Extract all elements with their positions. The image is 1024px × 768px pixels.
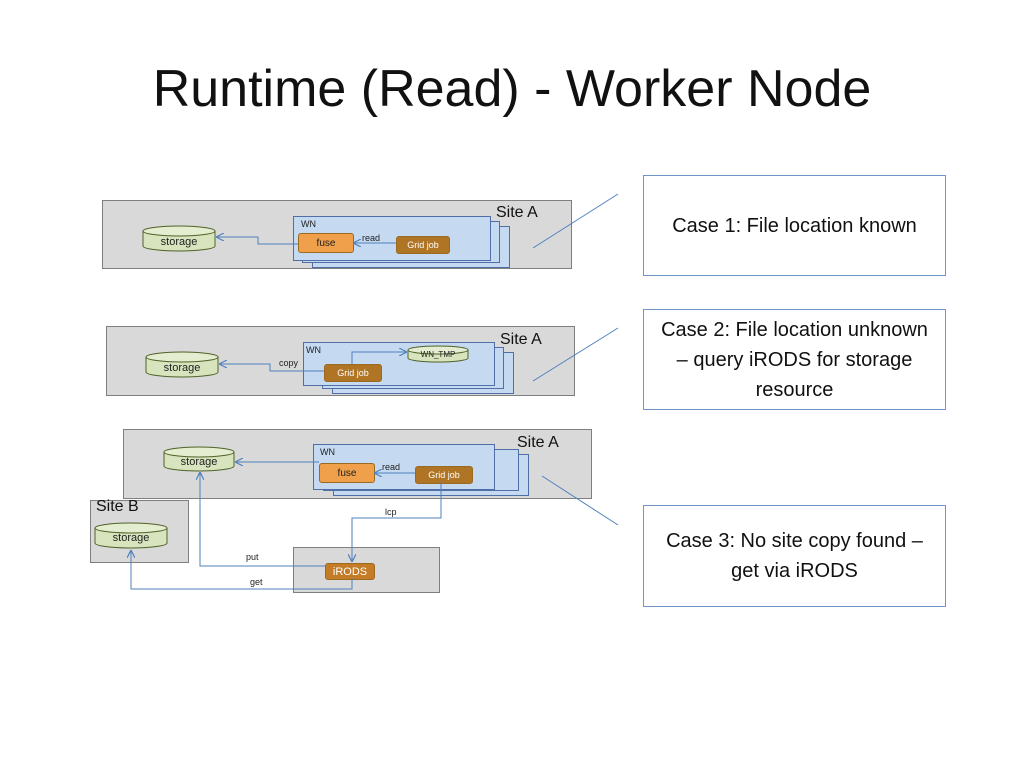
- callout-line-2: [532, 327, 619, 382]
- wn-label-2: WN: [306, 345, 321, 355]
- grid-job-2: Grid job: [324, 364, 382, 382]
- lcp-label-3: lcp: [385, 507, 397, 517]
- storage-cylinder-2: [145, 351, 219, 378]
- grid-job-1: Grid job: [396, 236, 450, 254]
- read-label-1: read: [362, 233, 381, 243]
- site-a-label-1: Site A: [496, 204, 538, 221]
- site-a-label-2: Site A: [500, 331, 542, 348]
- arrow-gridjob-to-storage-2: [220, 364, 324, 372]
- get-label-3: get: [250, 577, 263, 587]
- wn-tmp-label-2: WN_TMP: [420, 350, 456, 359]
- arrow-put-to-storage-3: [200, 473, 325, 567]
- wn-tmp-cylinder-2: [407, 345, 469, 363]
- arrow-fuse-to-storage-1: [217, 237, 298, 245]
- arrow-lcp-to-irods-3: [352, 482, 442, 561]
- storage-cylinder-3b: [94, 522, 168, 549]
- site-b-label: Site B: [96, 498, 139, 515]
- case-3-box: Case 3: No site copy found – get via iRO…: [643, 505, 946, 607]
- storage-label-3b: storage: [112, 532, 150, 544]
- irods-box: [293, 547, 440, 593]
- site-a-label-3: Site A: [517, 434, 559, 451]
- copy-label-2: copy: [279, 358, 299, 368]
- put-label-3: put: [246, 552, 259, 562]
- irods-process-3: iRODS: [325, 563, 375, 580]
- case-2-box: Case 2: File location unknown – query iR…: [643, 309, 946, 410]
- storage-label-1: storage: [160, 236, 198, 248]
- wn-label-3: WN: [320, 447, 335, 457]
- case-1-box: Case 1: File location known: [643, 175, 946, 276]
- storage-cylinder-1: [142, 225, 216, 252]
- callout-line-3: [541, 475, 619, 526]
- callout-line-1: [532, 193, 619, 249]
- read-label-3: read: [382, 462, 401, 472]
- slide-title: Runtime (Read) - Worker Node: [152, 60, 872, 118]
- storage-label-3a: storage: [180, 456, 218, 468]
- grid-job-3: Grid job: [415, 466, 473, 484]
- wn-label-1: WN: [301, 219, 316, 229]
- arrow-gridjob-to-wntmp-2: [351, 352, 406, 364]
- arrow-get-from-storage-b-3: [131, 551, 353, 590]
- storage-cylinder-3a: [163, 446, 235, 472]
- storage-label-2: storage: [163, 362, 201, 374]
